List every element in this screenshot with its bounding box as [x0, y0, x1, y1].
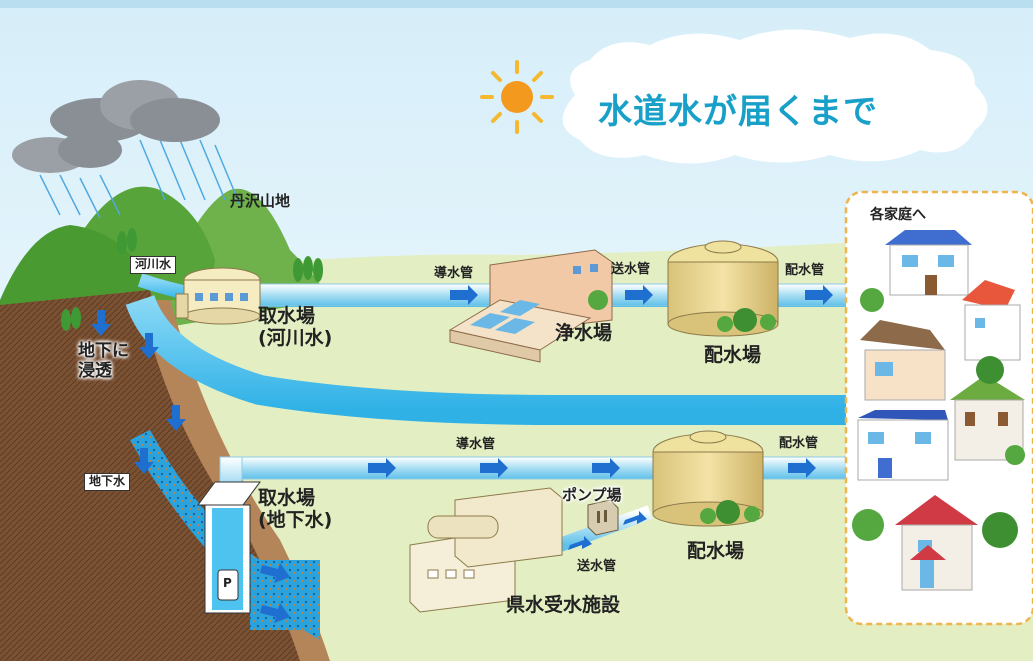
rain-clouds	[12, 80, 241, 219]
pump-station-label: ポンプ場	[562, 486, 622, 504]
prefectural-facility	[409, 487, 563, 613]
flow-arrows-top	[450, 285, 833, 305]
pump-station	[557, 499, 653, 552]
prefectural-facility-label: 県水受水施設	[506, 594, 621, 616]
distribution-pipe-bottom-label: 配水管	[779, 436, 819, 451]
river-water-label: 河川水	[130, 256, 177, 274]
mountain-trees	[61, 228, 323, 331]
sun-icon	[480, 60, 554, 134]
distribution-tank-bottom	[652, 430, 764, 527]
page-title: 水道水が届くまで	[598, 92, 878, 132]
households-area	[844, 190, 1033, 626]
intake-ground-label: 取水場 (地下水)	[258, 487, 333, 531]
conduit-top-label: 導水管	[434, 266, 474, 281]
households-label: 各家庭へ	[870, 207, 926, 223]
groundwater-label: 地下水	[84, 473, 131, 491]
groundwater-well	[197, 481, 261, 614]
pump-letter: P	[223, 576, 232, 590]
distribution-tank-top	[667, 240, 779, 337]
infiltration-arrows	[91, 310, 290, 623]
purification-plant	[448, 249, 613, 363]
title-cloud	[562, 29, 988, 164]
transmission-top-label: 送水管	[611, 262, 651, 277]
distribution-plant-top-label: 配水場	[704, 344, 762, 366]
distribution-pipe-top-label: 配水管	[785, 263, 825, 278]
transmission-bottom-label: 送水管	[577, 559, 617, 574]
mountains-label: 丹沢山地	[230, 192, 291, 210]
intake-river-building	[175, 267, 261, 325]
conduit-bottom-label: 導水管	[456, 437, 496, 452]
intake-river-label: 取水場 (河川水)	[258, 305, 333, 349]
river-main	[125, 294, 1033, 425]
purification-plant-label: 浄水場	[555, 322, 613, 344]
distribution-plant-bottom-label: 配水場	[687, 540, 745, 562]
infiltration-label: 地下に 浸透	[78, 341, 129, 381]
flow-arrows-bottom	[368, 458, 816, 478]
